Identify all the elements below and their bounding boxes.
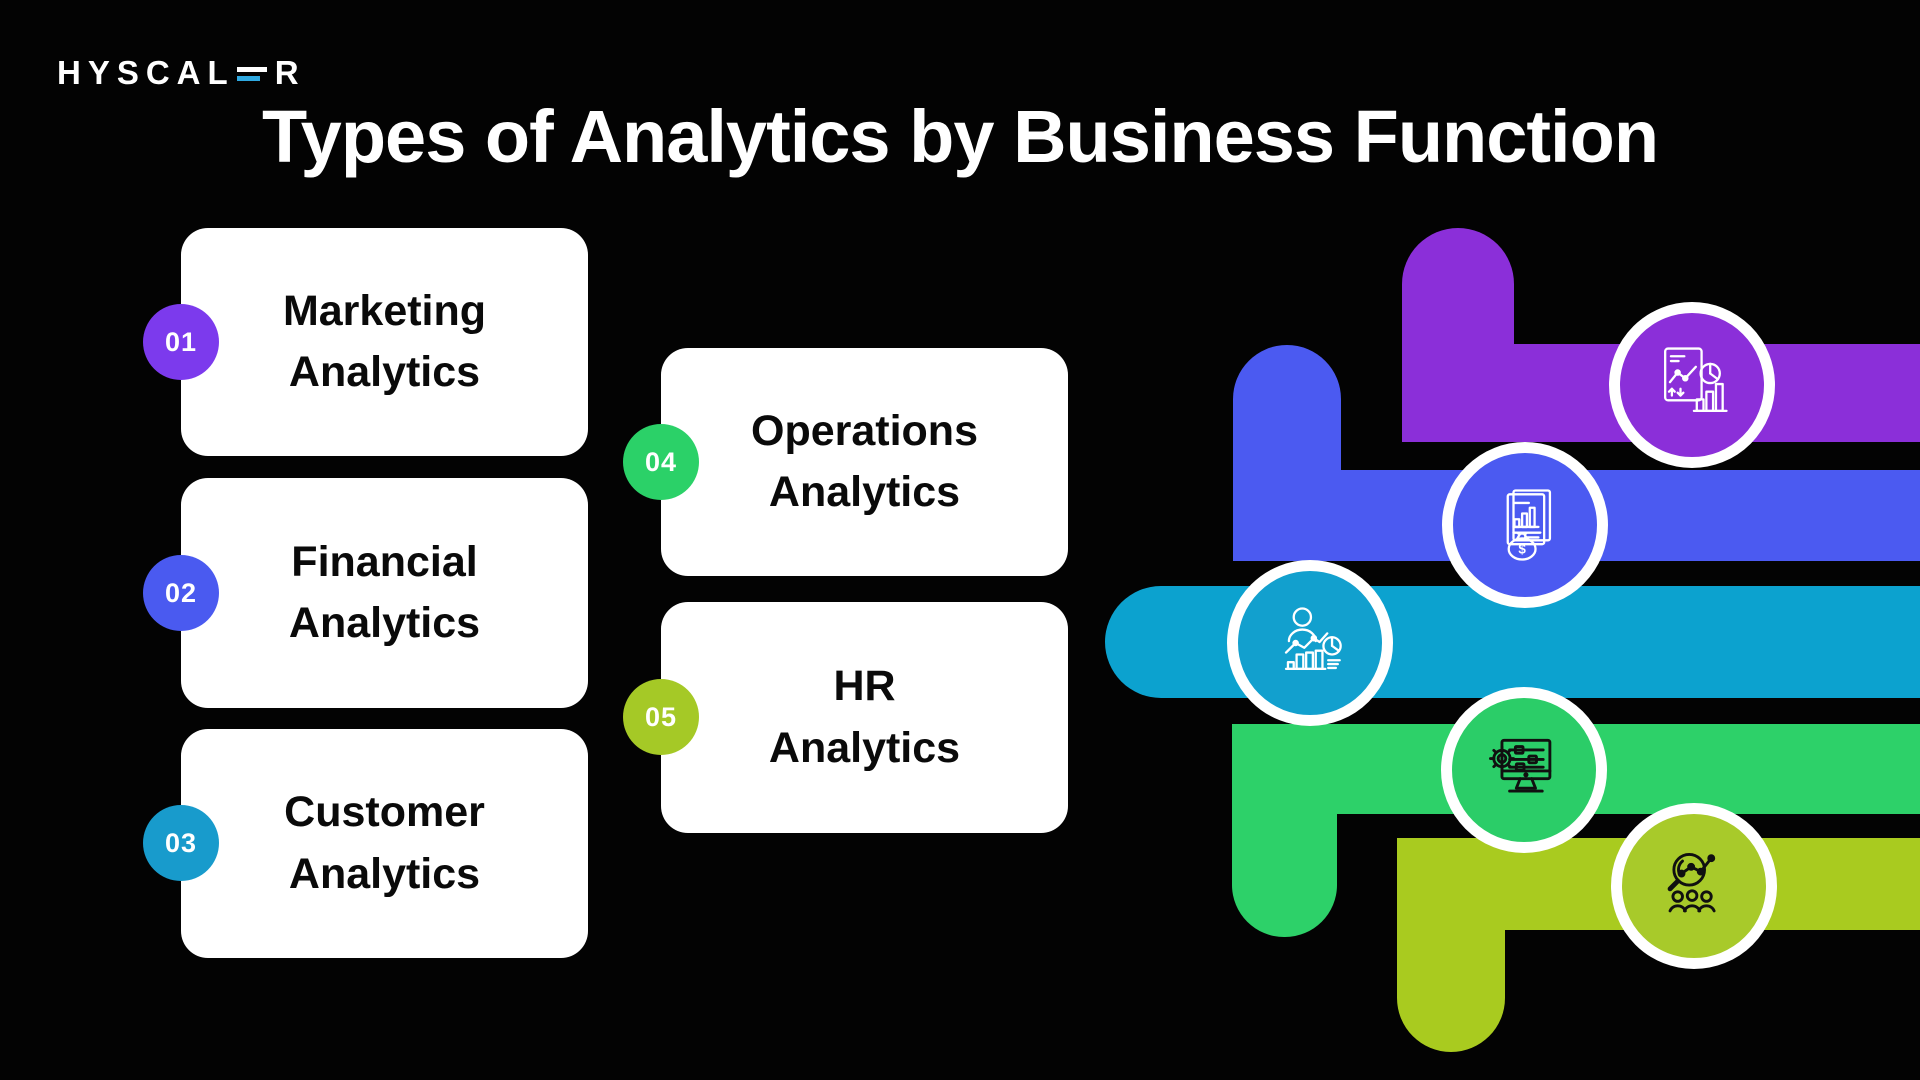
number-badge-04: 04 bbox=[623, 424, 699, 500]
logo-e-top-bar bbox=[236, 67, 267, 72]
card-customer-analytics: Customer Analytics bbox=[181, 729, 588, 958]
financial-medallion: $ bbox=[1442, 442, 1608, 608]
operations-bar-descender bbox=[1232, 724, 1337, 937]
card-marketing-analytics: Marketing Analytics bbox=[181, 228, 588, 456]
customer-person-chart-icon bbox=[1284, 607, 1342, 671]
card-label-line2: Analytics bbox=[288, 348, 481, 396]
operations-medallion bbox=[1441, 687, 1607, 853]
customer-medallion bbox=[1227, 560, 1393, 726]
hr-medallion bbox=[1611, 803, 1777, 969]
card-label-line1: Financial bbox=[291, 537, 478, 586]
card-label-line2: Analytics bbox=[288, 849, 481, 898]
financial-report-money-icon: $ bbox=[1506, 489, 1552, 561]
card-financial-analytics: Financial Analytics bbox=[181, 478, 588, 708]
logo-e-accent-bar bbox=[236, 76, 260, 81]
logo-text-suffix: R bbox=[274, 54, 306, 91]
number-badge-02: 02 bbox=[143, 555, 219, 631]
card-hr-analytics: HR Analytics bbox=[661, 602, 1068, 833]
logo-text-prefix: HYSCAL bbox=[57, 54, 235, 91]
card-label-line1: Customer bbox=[284, 788, 485, 837]
number-badge-03: 03 bbox=[143, 805, 219, 881]
logo-e-glyph-icon bbox=[236, 60, 267, 86]
operations-monitor-gear-icon bbox=[1489, 738, 1552, 793]
hr-bar-descender bbox=[1397, 838, 1505, 1052]
svg-text:$: $ bbox=[1518, 542, 1526, 557]
card-label-line1: HR bbox=[833, 662, 896, 711]
marketing-report-icon bbox=[1664, 347, 1728, 413]
card-label-line1: Marketing bbox=[282, 286, 487, 335]
card-operations-analytics: Operations Analytics bbox=[661, 348, 1068, 576]
hr-search-people-icon bbox=[1667, 852, 1716, 913]
hyscaler-logo: HYSCAL R bbox=[57, 54, 306, 92]
card-label-line2: Analytics bbox=[768, 468, 961, 516]
page-title: Types of Analytics by Business Function bbox=[261, 95, 1659, 178]
card-label-line2: Analytics bbox=[768, 723, 961, 772]
number-badge-05: 05 bbox=[623, 679, 699, 755]
marketing-medallion bbox=[1609, 302, 1775, 468]
card-label-line1: Operations bbox=[751, 406, 978, 455]
card-label-line2: Analytics bbox=[288, 599, 481, 647]
number-badge-01: 01 bbox=[143, 304, 219, 380]
